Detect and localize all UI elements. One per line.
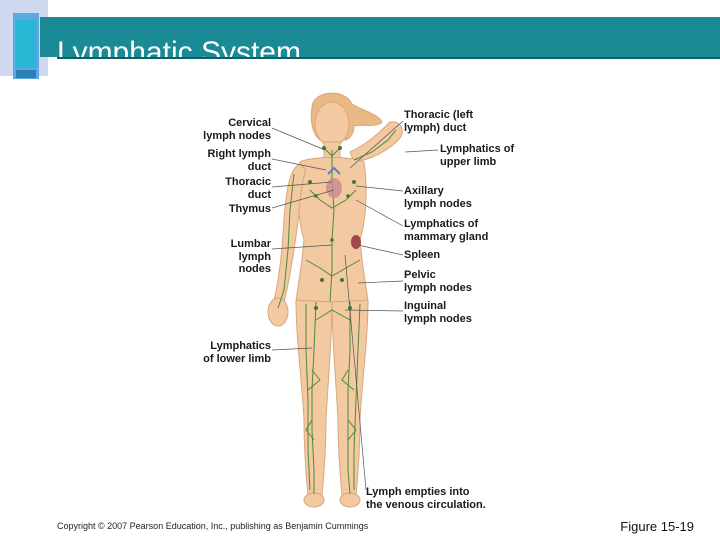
label-thymus: Thymus: [228, 203, 271, 215]
slide-title: Lymphatic System: [57, 36, 301, 60]
figure-number: Figure 15-19: [620, 519, 694, 534]
copyright-notice: Copyright © 2007 Pearson Education, Inc.…: [57, 521, 369, 531]
label-spleen: Spleen: [404, 249, 441, 261]
lymphatic-anatomy-illustration: [267, 92, 403, 508]
title-underline: [57, 57, 720, 59]
title-bar: [40, 17, 720, 57]
